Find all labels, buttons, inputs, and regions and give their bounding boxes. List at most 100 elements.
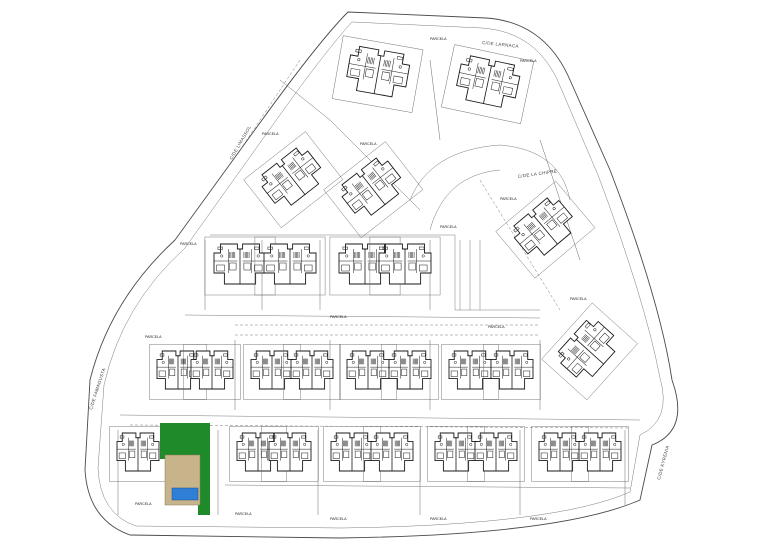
housing-block — [183, 344, 241, 400]
parcel-label: PARCELA — [500, 197, 517, 201]
parcel-label: PARCELA — [430, 37, 447, 41]
housing-block — [541, 302, 638, 401]
plot-outline — [495, 180, 596, 279]
plot-outline — [363, 426, 421, 482]
garden-lawn-lower — [198, 455, 210, 515]
parcel-label: PARCELA — [145, 335, 162, 339]
inner-boundary — [97, 21, 664, 529]
plot-outline — [381, 344, 439, 400]
housing-blocks — [109, 35, 638, 482]
room-partitions — [214, 246, 266, 273]
parking-strip — [459, 240, 481, 310]
parcel-label: PARCELA — [570, 297, 587, 301]
housing-block — [467, 426, 525, 482]
housing-block — [331, 35, 424, 113]
plot-outline — [323, 141, 424, 239]
housing-block — [323, 426, 381, 482]
room-partitions — [117, 435, 159, 461]
road-curve — [409, 144, 571, 231]
housing-block — [483, 344, 541, 400]
plot-outline — [441, 44, 535, 125]
plot-outline — [183, 344, 241, 400]
plot-outline — [283, 344, 341, 400]
room-partitions — [331, 435, 373, 461]
street-label-north: C/DE LARNACA — [482, 40, 519, 49]
party-wall — [281, 165, 306, 195]
housing-block — [283, 344, 341, 400]
parcel-label: PARCELA — [530, 517, 547, 521]
party-wall — [373, 55, 382, 94]
pool — [171, 487, 199, 501]
lot-divider — [429, 59, 441, 141]
parcel-label: PARCELA — [520, 59, 537, 63]
parcel-label: PARCELA — [330, 315, 347, 319]
parcel-label: PARCELA — [262, 132, 279, 136]
plot-outline — [243, 131, 344, 229]
party-wall — [576, 339, 604, 365]
parcel-labels: PARCELA PARCELA PARCELA PARCELA PARCELA PARCE… — [135, 37, 587, 521]
parcel-label: PARCELA — [488, 325, 505, 329]
room-partitions — [347, 353, 389, 379]
room-partitions — [348, 48, 409, 85]
room-partitions — [379, 246, 431, 273]
housing-block — [254, 236, 326, 296]
housing-block — [363, 426, 421, 482]
lot-divider — [539, 139, 581, 261]
garden-lawn — [160, 423, 210, 459]
housing-block — [441, 44, 535, 125]
room-partitions — [513, 200, 568, 251]
plot-outline — [467, 426, 525, 482]
housing-block — [495, 180, 596, 279]
parcel-label: PARCELA — [440, 225, 457, 229]
room-partitions — [261, 150, 317, 201]
housing-block — [381, 344, 439, 400]
plot-outline — [261, 426, 319, 482]
plot-outline — [483, 344, 541, 400]
parcel-label: PARCELA — [135, 502, 152, 506]
room-partitions — [539, 435, 581, 461]
room-partitions — [371, 435, 413, 461]
parcel-label: PARCELA — [180, 242, 197, 246]
housing-block — [261, 426, 319, 482]
room-partitions — [435, 435, 477, 461]
plot-outline — [254, 236, 326, 296]
room-partitions — [558, 322, 610, 374]
room-partitions — [579, 435, 621, 461]
room-partitions — [291, 353, 333, 379]
room-partitions — [491, 353, 533, 379]
room-partitions — [251, 353, 293, 379]
plot-outline — [331, 35, 424, 113]
housing-block — [571, 426, 629, 482]
party-wall — [483, 65, 492, 104]
room-partitions — [269, 435, 311, 461]
housing-block — [369, 236, 441, 296]
parcel-label: PARCELA — [360, 142, 377, 146]
room-partitions — [449, 353, 491, 379]
plot-outline — [571, 426, 629, 482]
street-label-southeast: C/DE KYRENIA — [656, 445, 670, 480]
street-label-middle: C/DE LA CHIPRE — [517, 169, 557, 179]
parcel-label: PARCELA — [235, 512, 252, 516]
room-partitions — [191, 353, 233, 379]
room-partitions — [459, 58, 519, 96]
housing-block — [531, 426, 589, 482]
room-partitions — [389, 353, 431, 379]
room-partitions — [264, 246, 316, 273]
housing-block — [323, 141, 424, 239]
housing-block — [204, 236, 276, 296]
housing-block — [441, 344, 499, 400]
room-partitions — [341, 160, 397, 211]
lot-divider — [279, 79, 331, 121]
plot-outline — [369, 236, 441, 296]
parcel-label: PARCELA — [430, 517, 447, 521]
housing-block — [243, 344, 301, 400]
street-label-northwest: C/DE LIMASSOL — [229, 125, 253, 161]
room-partitions — [475, 435, 517, 461]
party-wall — [533, 215, 558, 245]
parcel-label: PARCELA — [330, 517, 347, 521]
site-boundary — [84, 11, 679, 539]
housing-block — [339, 344, 397, 400]
plot-outline — [541, 302, 638, 401]
party-wall — [361, 175, 386, 205]
housing-block — [243, 131, 344, 229]
